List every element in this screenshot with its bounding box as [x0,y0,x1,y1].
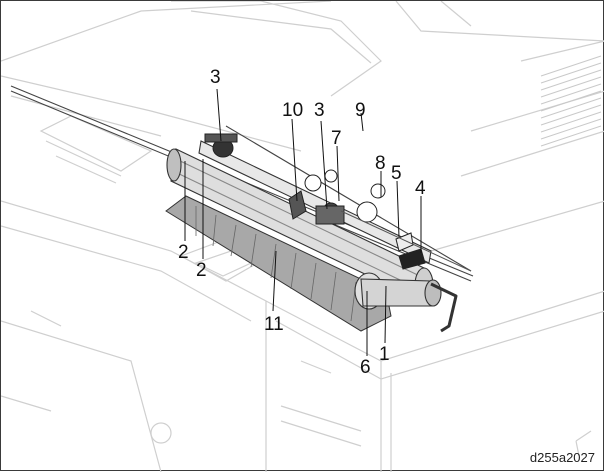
callout-4: 4 [415,178,426,199]
callout-7: 7 [331,128,342,149]
callout-9: 9 [355,100,366,121]
callout-5: 5 [391,163,402,184]
leader-lines [184,88,422,356]
callout-11: 11 [264,314,284,335]
callout-2-left: 2 [178,242,189,263]
release-lever [430,282,458,333]
callout-3-center: 3 [314,100,325,121]
callout-2-right: 2 [196,260,207,281]
callout-10: 10 [282,100,304,121]
callout-3-upper-left: 3 [210,67,221,88]
figure-id-label: d255a2027 [529,450,595,465]
callout-8: 8 [375,153,386,174]
vent-grille [540,55,602,147]
callout-6: 6 [360,357,371,378]
callout-1: 1 [379,344,390,365]
